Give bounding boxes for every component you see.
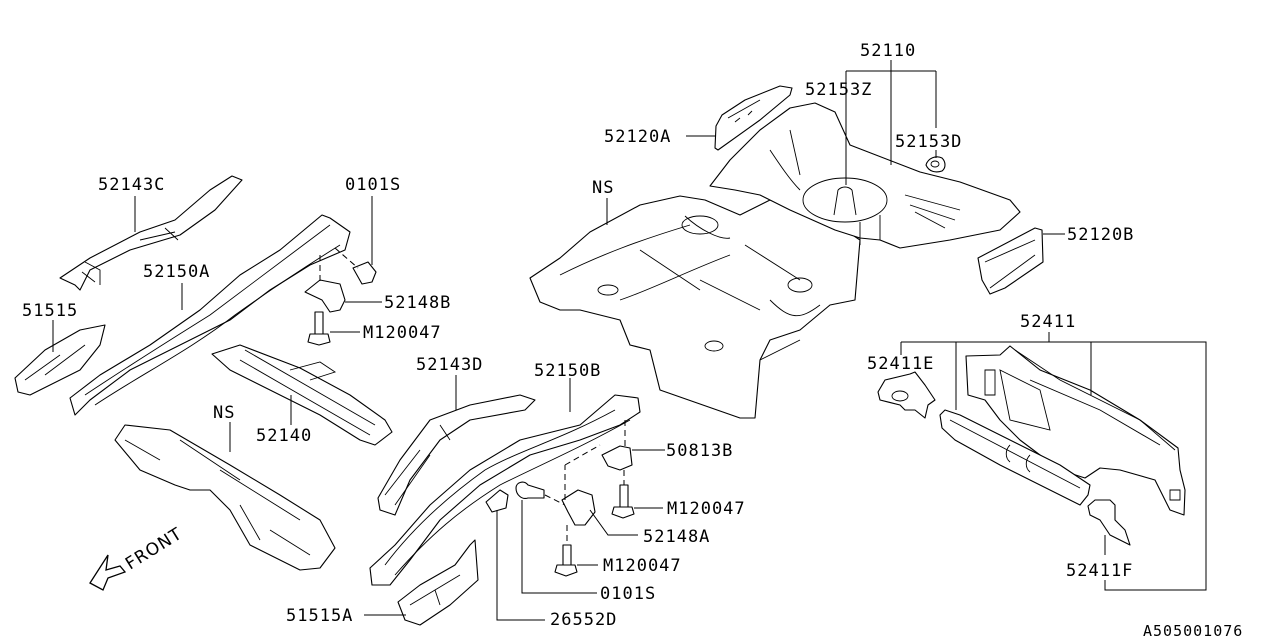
rail-52150b <box>369 394 641 586</box>
label-m120047-top: M120047 <box>363 323 442 343</box>
label-52411: 52411 <box>1020 312 1076 332</box>
front-indicator: FRONT <box>89 524 186 591</box>
rear-floor-pan <box>529 195 861 419</box>
bracket-52148b <box>304 255 346 313</box>
bracket-52120b <box>977 227 1044 295</box>
callout-labels: 52110 52153Z 52153D 52120A 52120B NS 521… <box>22 41 1243 640</box>
bracket-52411e <box>877 371 936 419</box>
label-52140: 52140 <box>256 426 312 446</box>
rail-52143c <box>59 175 243 291</box>
label-52150b: 52150B <box>534 361 601 381</box>
label-51515: 51515 <box>22 301 78 321</box>
rear-floor-52110 <box>709 102 1021 249</box>
label-0101s-top: 0101S <box>345 175 401 195</box>
nut-26552d <box>485 489 509 513</box>
label-ns-tunnel: NS <box>213 403 235 423</box>
label-m120047-mid: M120047 <box>667 499 746 519</box>
drawing-code: A505001076 <box>1143 622 1243 640</box>
label-51515a: 51515A <box>286 606 353 626</box>
rail-51515a <box>397 539 479 626</box>
label-50813b: 50813B <box>666 441 733 461</box>
label-m120047-bottom: M120047 <box>603 556 682 576</box>
rocker-52411 <box>939 409 1091 506</box>
bolt-m120047-bottom <box>554 525 578 577</box>
label-52148a: 52148A <box>643 527 710 547</box>
label-52148b: 52148B <box>384 293 451 313</box>
bolt-0101s-bottom <box>515 481 566 506</box>
label-52153d: 52153D <box>895 132 962 152</box>
bracket-50813b <box>601 420 633 471</box>
label-52153z: 52153Z <box>805 80 872 100</box>
bracket-52148a <box>561 444 601 526</box>
label-52120a: 52120A <box>604 127 671 147</box>
label-52143d: 52143D <box>416 355 483 375</box>
rail-52150a <box>69 214 351 416</box>
label-ns-floor: NS <box>592 178 614 198</box>
side-panel-52411 <box>965 345 1186 516</box>
bracket-52411f <box>1087 499 1131 546</box>
front-label: FRONT <box>122 524 186 574</box>
front-arrow-icon <box>89 554 127 591</box>
label-52411f: 52411F <box>1066 561 1133 581</box>
leader-lines <box>52 60 1207 621</box>
label-52120b: 52120B <box>1067 225 1134 245</box>
bolt-m120047-top <box>307 311 331 346</box>
label-52411e: 52411E <box>867 354 934 374</box>
crossmember-52140 <box>211 344 393 446</box>
grommet-52153d <box>925 156 946 173</box>
bracket-52120a <box>714 85 793 151</box>
label-0101s-bottom: 0101S <box>600 584 656 604</box>
rail-51515 <box>14 324 106 396</box>
bolt-0101s-top <box>334 247 377 285</box>
label-52110: 52110 <box>860 41 916 61</box>
label-52143c: 52143C <box>98 175 165 195</box>
bolt-m120047-mid <box>611 470 635 519</box>
rail-52143d <box>377 394 536 516</box>
label-26552d: 26552D <box>550 610 617 630</box>
tunnel-ns <box>114 424 336 571</box>
label-52150a: 52150A <box>143 262 210 282</box>
